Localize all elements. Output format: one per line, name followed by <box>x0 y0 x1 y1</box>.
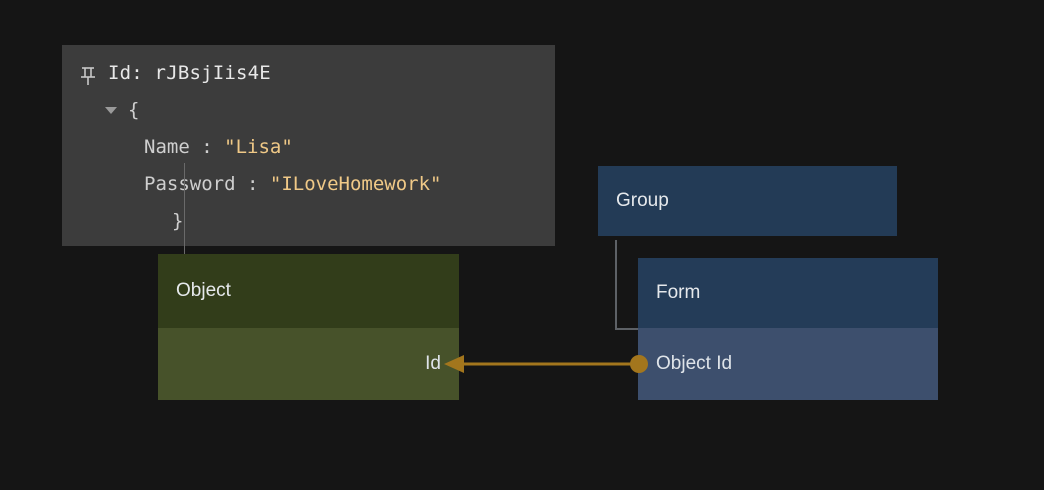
relation-arrowhead <box>444 355 464 373</box>
json-indent-guide <box>184 163 185 255</box>
entity-form[interactable]: Form Object Id <box>638 258 938 400</box>
group-form-tree-connector <box>615 240 639 330</box>
object-inspector-popup[interactable]: Id: rJBsjIis4E { Name : "Lisa" Password … <box>62 45 555 255</box>
entity-object[interactable]: Object Id <box>158 254 459 400</box>
relation-endpoint-dot <box>630 355 648 373</box>
chevron-down-icon[interactable] <box>100 107 122 114</box>
pin-icon[interactable] <box>78 63 98 85</box>
json-open-brace: { <box>128 99 140 121</box>
json-close-brace-row: } <box>62 203 555 240</box>
entity-object-field-id[interactable]: Id <box>158 328 459 400</box>
json-property-value: "Lisa" <box>224 136 293 158</box>
json-property-separator: : <box>201 136 213 158</box>
entity-group[interactable]: Group <box>598 166 897 236</box>
entity-form-field-object-id[interactable]: Object Id <box>638 328 938 400</box>
json-close-brace: } <box>172 210 184 232</box>
json-open-brace-row: { <box>62 92 555 129</box>
inspector-title-row: Id: rJBsjIis4E <box>62 55 555 92</box>
json-property-separator: : <box>246 173 259 195</box>
json-property-row: Name : "Lisa" <box>62 129 555 166</box>
object-id-label: Id: rJBsjIis4E <box>108 62 271 84</box>
entity-group-title: Group <box>598 166 897 236</box>
json-property-value: "ILoveHomework" <box>269 173 442 195</box>
json-property-key: Name <box>144 136 190 158</box>
entity-form-title: Form <box>638 258 938 328</box>
entity-object-title: Object <box>158 254 459 328</box>
foreign-key-relation[interactable] <box>440 345 655 383</box>
json-property-row: Password : "ILoveHomework" <box>62 166 555 203</box>
json-property-key: Password <box>144 173 236 195</box>
